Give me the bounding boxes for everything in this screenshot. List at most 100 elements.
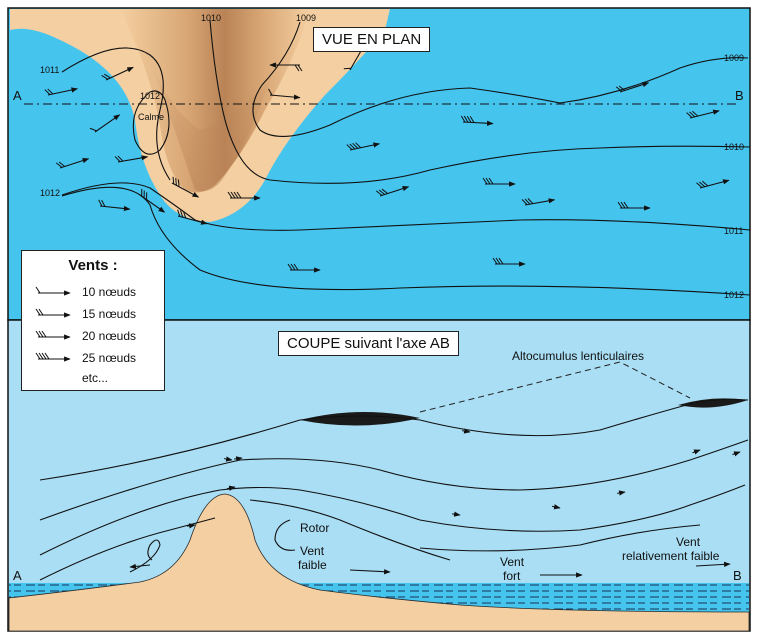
streamline-arrowhead <box>552 504 561 510</box>
isobar-1012-calm <box>132 90 170 155</box>
streamline-arrowhead <box>617 490 626 496</box>
streamline-arrowhead <box>462 428 471 434</box>
lenticular-cloud-1 <box>300 411 420 426</box>
wind-barb <box>686 109 720 119</box>
isobar-1011 <box>61 182 751 231</box>
legend-label-25: 25 nœuds <box>82 351 137 365</box>
wind-legend: Vents : 10 nœuds 15 nœuds 20 nœuds 25 nœ… <box>21 250 165 391</box>
point-b-section: B <box>733 568 742 583</box>
streamline-4 <box>39 517 216 581</box>
isobar-label-1009: 1009 <box>724 53 744 63</box>
plan-mountain-shade <box>150 60 270 192</box>
wind-barb <box>268 88 301 100</box>
wind-barb <box>35 286 71 296</box>
wind-barb <box>44 87 78 96</box>
wind-barb <box>35 330 71 340</box>
plan-title: VUE EN PLAN <box>313 27 431 52</box>
point-b-plan: B <box>735 88 744 103</box>
wind-barb <box>171 176 200 198</box>
legend-label-20: 20 nœuds <box>82 329 137 343</box>
isobar-label-1012-left: 1012 <box>40 188 60 198</box>
legend-label-10: 10 nœuds <box>82 285 137 299</box>
strong-wind-label-1: Vent <box>500 555 525 569</box>
wind-barb <box>375 186 410 197</box>
weak-wind-label-1: Vent <box>300 544 325 558</box>
rel-weak-label-1: Vent <box>676 535 701 549</box>
streamline-arrowhead <box>234 456 243 462</box>
wind-barb <box>269 62 303 72</box>
wind-barb <box>101 66 134 81</box>
wind-barb <box>98 199 131 212</box>
isobar-label-1009-top: 1009 <box>296 13 316 23</box>
streamline-6 <box>419 524 701 552</box>
strong-wind-label-2: fort <box>503 569 521 583</box>
rel-weak-label-2: relativement faible <box>622 549 720 563</box>
streamline-3 <box>39 484 746 556</box>
wind-barb <box>521 198 556 206</box>
wind-barb <box>89 114 121 133</box>
isobar-label-1012: 1012 <box>724 290 744 300</box>
legend-row-25: 25 nœuds <box>32 349 162 367</box>
isobar-1010 <box>209 19 751 184</box>
wind-barb <box>35 352 71 362</box>
wind-barb <box>177 209 208 225</box>
wind-barb <box>35 308 71 318</box>
section-title: COUPE suivant l'axe AB <box>278 331 459 356</box>
section-ground <box>8 493 750 632</box>
streamline-arrowhead <box>732 451 741 457</box>
barb-icon-25 <box>35 352 71 362</box>
legend-row-20: 20 nœuds <box>32 327 162 345</box>
wind-barb <box>55 158 90 169</box>
weak-wind-arrow <box>349 569 391 575</box>
wind-barb <box>696 179 730 189</box>
calm-label: Calme <box>138 112 164 122</box>
isobar-label-1012-calm: 1012 <box>140 91 160 101</box>
clouds-label: Altocumulus lenticulaires <box>512 349 644 363</box>
wind-barbs <box>44 43 730 273</box>
isobar-label-1010-top: 1010 <box>201 13 221 23</box>
legend-title: Vents : <box>68 257 118 274</box>
streamline-arrowhead <box>227 485 236 491</box>
lenticular-cloud-2 <box>678 398 748 408</box>
streamline-arrowhead <box>187 523 196 529</box>
barb-icon-20 <box>35 330 71 340</box>
rel-weak-wind-arrow <box>695 561 731 567</box>
plan-mountain <box>120 9 310 193</box>
streamline-arrows <box>187 428 741 529</box>
isobar-1009 <box>252 21 749 137</box>
rotor-left <box>129 539 161 573</box>
isobar-label-1010: 1010 <box>724 142 744 152</box>
barb-icon-15 <box>35 308 71 318</box>
wind-barb <box>615 82 650 93</box>
wind-barb <box>114 155 149 163</box>
weak-wind-label-2: faible <box>298 558 327 572</box>
streamline-2 <box>39 439 749 521</box>
wind-barb <box>227 191 261 201</box>
wind-barb <box>617 201 651 211</box>
streamline-1 <box>39 398 749 481</box>
wind-barb <box>139 188 166 213</box>
wind-barb <box>346 142 380 151</box>
rotor-right <box>274 519 296 551</box>
streamlines <box>39 398 749 581</box>
streamline-arrowhead <box>692 449 701 455</box>
legend-etc: etc... <box>82 371 109 385</box>
wind-barb <box>460 115 494 126</box>
legend-row-15: 15 nœuds <box>32 305 162 323</box>
isobar-label-1011: 1011 <box>724 226 743 236</box>
wind-barb <box>492 257 526 267</box>
legend-row-10: 10 nœuds <box>32 283 162 301</box>
wind-barb <box>482 177 516 187</box>
point-a-plan: A <box>13 88 22 103</box>
streamline-arrowhead <box>452 511 461 517</box>
streamline-5 <box>249 499 451 561</box>
isobar-1011-top <box>61 47 171 181</box>
rotor-left-arrow <box>129 563 151 570</box>
isobar-label-1011: 1011 <box>40 65 59 75</box>
streamline-arrowhead <box>224 456 233 462</box>
rotor-label: Rotor <box>300 521 329 535</box>
wind-barb <box>287 263 321 273</box>
legend-label-15: 15 nœuds <box>82 307 137 321</box>
point-a-section: A <box>13 568 22 583</box>
